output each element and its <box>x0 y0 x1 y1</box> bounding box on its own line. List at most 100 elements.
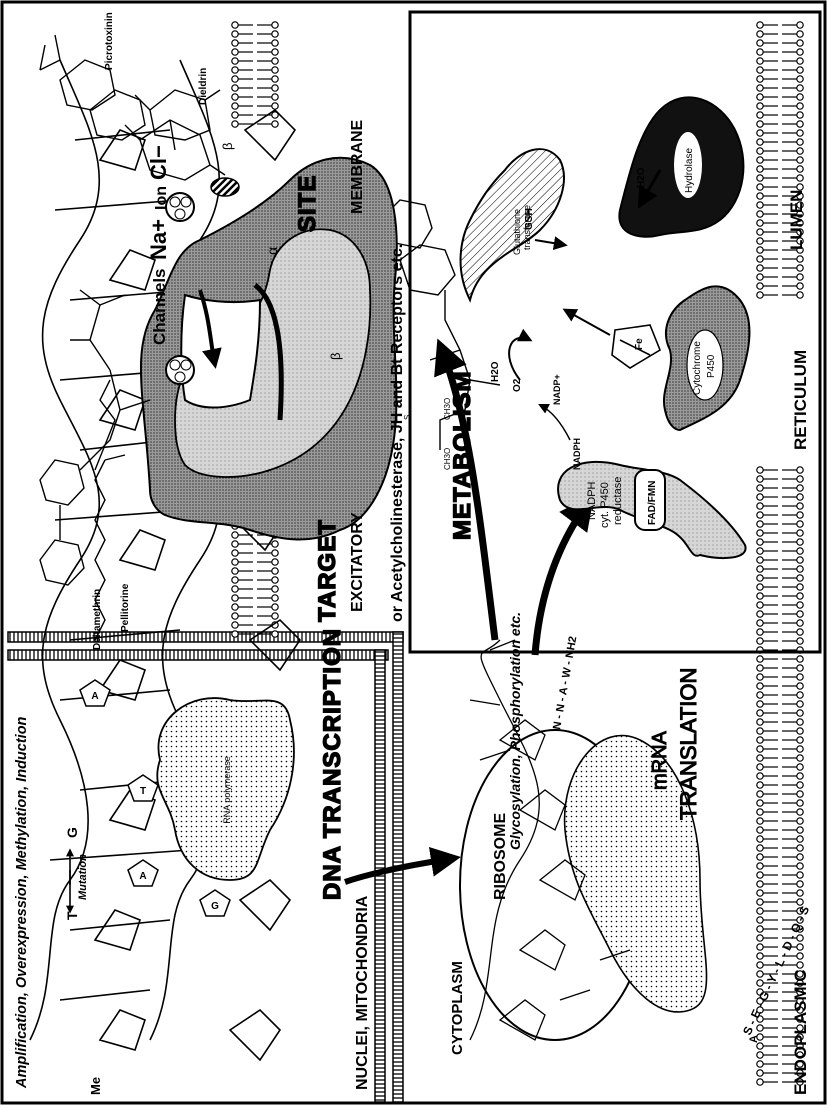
lipid-head <box>757 584 763 590</box>
lipid-head <box>272 577 278 583</box>
lipid-head <box>797 31 803 37</box>
lipid-head <box>757 665 763 671</box>
ion-na: Na+ <box>146 219 171 260</box>
lipid-head <box>797 283 803 289</box>
lipid-head <box>232 94 238 100</box>
lipid-head <box>797 485 803 491</box>
lipid-head <box>757 746 763 752</box>
lipid-head <box>232 103 238 109</box>
lipid-head <box>757 782 763 788</box>
lipid-head <box>757 593 763 599</box>
lipid-head <box>272 67 278 73</box>
lipid-head <box>757 175 763 181</box>
lipid-head <box>757 908 763 914</box>
lipid-head <box>757 899 763 905</box>
lipid-head <box>757 683 763 689</box>
compound-pellitorine: Pellitorine <box>120 583 131 632</box>
lipid-head <box>797 67 803 73</box>
lipid-head <box>757 872 763 878</box>
lipid-head <box>757 728 763 734</box>
site-title: SITE <box>294 175 321 232</box>
lipid-head <box>757 31 763 37</box>
lipid-head <box>757 494 763 500</box>
lipid-head <box>757 467 763 473</box>
reductase-line2: cyt. P450 <box>599 482 611 528</box>
reductase-line1: NADPH <box>586 481 598 520</box>
lipid-head <box>757 503 763 509</box>
lipid-head <box>757 148 763 154</box>
peptide-tail: N - N - A - W - NH2 <box>551 635 579 730</box>
lipid-head <box>757 265 763 271</box>
heme-fe: Fe <box>634 338 645 350</box>
lipid-head <box>797 40 803 46</box>
lipid-head <box>232 550 238 556</box>
lipid-head <box>757 566 763 572</box>
lipid-head <box>797 710 803 716</box>
cytochrome-line2: P450 <box>706 354 717 378</box>
lipid-head <box>797 836 803 842</box>
lipid-head <box>757 557 763 563</box>
lipid-head <box>797 76 803 82</box>
lipid-head <box>272 586 278 592</box>
lipid-head <box>797 944 803 950</box>
oxygen-arrow <box>509 338 530 380</box>
lipid-head <box>272 541 278 547</box>
lipid-head <box>757 1052 763 1058</box>
lipid-head <box>757 818 763 824</box>
lipid-head <box>797 701 803 707</box>
lipid-head <box>797 22 803 28</box>
base-label-a1: A <box>91 691 98 702</box>
lipid-head <box>757 539 763 545</box>
lipid-head <box>797 602 803 608</box>
lipid-head <box>797 782 803 788</box>
picrotoxinin-structure <box>40 35 145 140</box>
lipid-head <box>797 557 803 563</box>
gsh-label: GSH <box>524 208 535 230</box>
lipid-head <box>797 611 803 617</box>
lipid-head <box>757 130 763 136</box>
lipid-head <box>757 737 763 743</box>
mrna-label: mRNA <box>649 730 671 790</box>
lipid-head <box>797 674 803 680</box>
rna-polymerase-label: RNA polymerase <box>222 756 232 824</box>
lipid-head <box>797 827 803 833</box>
lipid-head <box>797 112 803 118</box>
lipid-head <box>272 31 278 37</box>
lipid-head <box>232 595 238 601</box>
lipid-head <box>757 166 763 172</box>
lipid-head <box>797 521 803 527</box>
lipid-head <box>272 631 278 637</box>
lipid-head <box>757 800 763 806</box>
lipid-head <box>797 503 803 509</box>
lipid-head <box>232 622 238 628</box>
lipid-head <box>797 58 803 64</box>
modification-label: Glycosylation, Phosphorylation etc. <box>507 612 523 850</box>
lipid-head <box>272 49 278 55</box>
lipid-head <box>757 283 763 289</box>
lumen-membrane <box>757 22 803 298</box>
lipid-head <box>757 58 763 64</box>
lipid-head <box>757 836 763 842</box>
lipid-head <box>797 494 803 500</box>
channels-label: Channels <box>150 268 169 345</box>
lipid-head <box>797 85 803 91</box>
lipid-head <box>797 157 803 163</box>
lipid-head <box>757 638 763 644</box>
lipid-head <box>797 854 803 860</box>
beta-label-left: β <box>328 353 343 360</box>
lipid-head <box>757 935 763 941</box>
ion-word: Ion <box>153 186 170 210</box>
lipid-head <box>757 764 763 770</box>
lipid-head <box>757 854 763 860</box>
dna-title: DNA TRANSCRIPTION <box>319 628 346 900</box>
gsh-arrow <box>535 240 565 245</box>
lipid-head <box>757 827 763 833</box>
lipid-head <box>757 112 763 118</box>
compound-picrotoxinin: Picrotoxinin <box>104 12 115 70</box>
lipid-head <box>757 247 763 253</box>
lipid-head <box>757 184 763 190</box>
lipid-head <box>757 926 763 932</box>
lipid-head <box>757 67 763 73</box>
lipid-head <box>757 485 763 491</box>
lipid-head <box>797 719 803 725</box>
